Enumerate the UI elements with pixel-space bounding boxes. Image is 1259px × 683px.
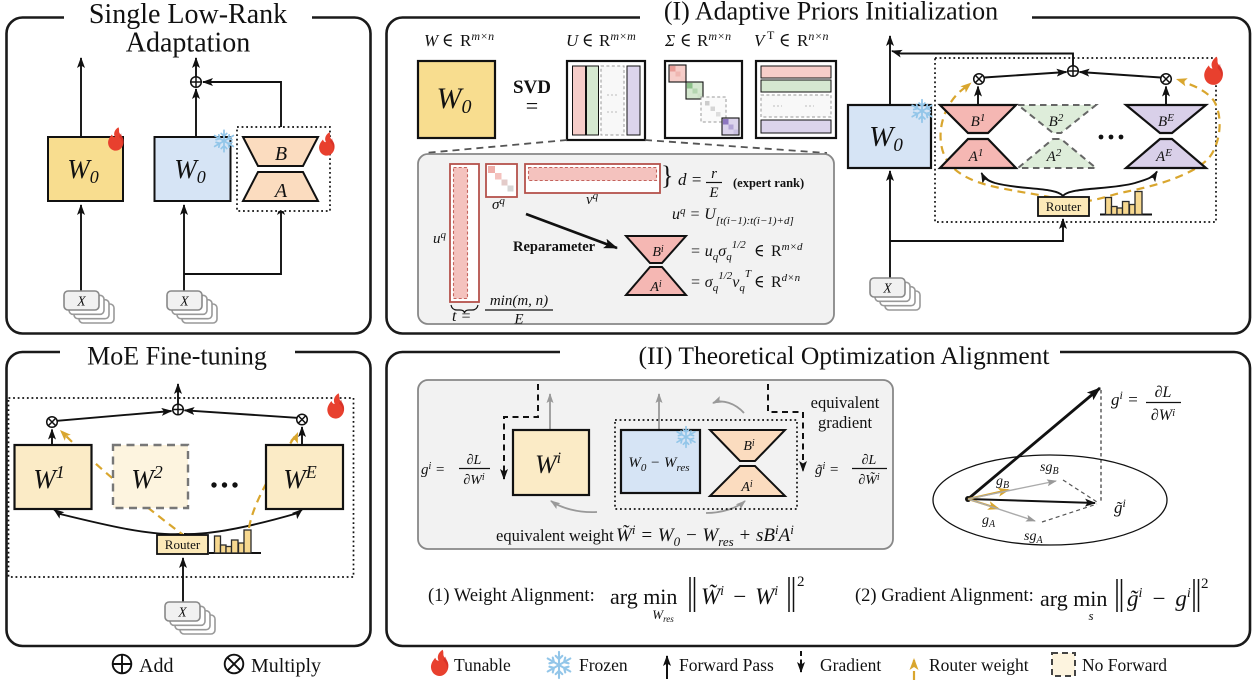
svg-text:W0: W0 bbox=[437, 82, 472, 118]
svg-text:arg min: arg min bbox=[1040, 586, 1107, 611]
svg-text:Ai: Ai bbox=[649, 279, 662, 295]
svg-text:Bi: Bi bbox=[652, 244, 664, 260]
svg-text:2: 2 bbox=[1201, 576, 1209, 592]
svg-text:Frozen: Frozen bbox=[579, 655, 628, 675]
svg-text:∂L: ∂L bbox=[1155, 384, 1172, 401]
svg-text:V: V bbox=[754, 31, 767, 50]
svg-text:gi =: gi = bbox=[421, 461, 445, 478]
svg-text:∂L: ∂L bbox=[862, 453, 877, 468]
svg-text:A: A bbox=[273, 180, 288, 202]
svg-text:d =: d = bbox=[678, 170, 702, 189]
svg-text:Tunable: Tunable bbox=[454, 655, 511, 675]
svg-text:Rd×n: Rd×n bbox=[771, 272, 801, 291]
svg-text:∂Wi: ∂Wi bbox=[1151, 407, 1175, 424]
svg-text:SVD: SVD bbox=[513, 77, 551, 98]
svg-text:s: s bbox=[1088, 608, 1093, 623]
svg-text:(I) Adaptive Priors Initializa: (I) Adaptive Priors Initialization bbox=[664, 0, 998, 26]
svg-text:Multiply: Multiply bbox=[251, 655, 321, 677]
svg-text:Add: Add bbox=[139, 655, 173, 677]
svg-text:=: = bbox=[526, 93, 538, 118]
svg-text:g̃i − gi: g̃i − gi bbox=[1127, 586, 1191, 611]
svg-text:W̃i − Wi: W̃i − Wi bbox=[701, 583, 778, 609]
svg-text:Adaptation: Adaptation bbox=[126, 28, 250, 59]
svg-text:U: U bbox=[566, 31, 580, 50]
svg-text:(II) Theoretical Optimization: (II) Theoretical Optimization Alignment bbox=[639, 341, 1050, 370]
svg-text:gi =: gi = bbox=[1111, 388, 1139, 409]
svg-text:g̃i: g̃i bbox=[1114, 496, 1126, 517]
svg-text:(expert rank): (expert rank) bbox=[733, 176, 804, 190]
svg-text:arg min: arg min bbox=[610, 584, 677, 609]
svg-text:T: T bbox=[767, 28, 775, 42]
svg-text:W̃i = W0 − Wres + sBiAi: W̃i = W0 − Wres + sBiAi bbox=[616, 522, 794, 549]
svg-text:W: W bbox=[424, 31, 440, 50]
svg-text:Router weight: Router weight bbox=[929, 655, 1029, 675]
svg-text:No Forward: No Forward bbox=[1082, 655, 1167, 675]
svg-text:}: } bbox=[661, 161, 673, 190]
svg-text:(2) Gradient Alignment:: (2) Gradient Alignment: bbox=[855, 586, 1034, 606]
svg-text:Reparameter: Reparameter bbox=[513, 239, 596, 255]
svg-text:Σ: Σ bbox=[664, 31, 675, 50]
svg-text:t =: t = bbox=[452, 308, 471, 325]
svg-text:B: B bbox=[275, 143, 287, 165]
svg-text:MoE Fine-tuning: MoE Fine-tuning bbox=[87, 342, 267, 371]
svg-text:equivalent weight: equivalent weight bbox=[496, 526, 614, 545]
svg-text:gradient: gradient bbox=[818, 413, 872, 432]
svg-text:g̃i =: g̃i = bbox=[815, 461, 839, 478]
svg-text:∂Wi: ∂Wi bbox=[463, 472, 485, 488]
svg-text:∂W̃i: ∂W̃i bbox=[858, 472, 880, 488]
svg-text:E: E bbox=[513, 312, 523, 328]
svg-text:Single Low-Rank: Single Low-Rank bbox=[89, 0, 287, 30]
svg-text:Ai: Ai bbox=[740, 479, 753, 495]
svg-text:2: 2 bbox=[797, 574, 805, 590]
svg-text:Forward Pass: Forward Pass bbox=[679, 655, 774, 675]
svg-text:Bi: Bi bbox=[743, 438, 755, 454]
svg-text:equivalent: equivalent bbox=[811, 393, 880, 412]
svg-text:E: E bbox=[708, 185, 718, 201]
svg-text:Gradient: Gradient bbox=[820, 655, 881, 675]
svg-text:(1) Weight Alignment:: (1) Weight Alignment: bbox=[428, 586, 595, 606]
svg-text:min(m, n): min(m, n) bbox=[490, 293, 548, 309]
svg-text:∂L: ∂L bbox=[467, 453, 482, 468]
svg-text:r: r bbox=[711, 166, 717, 182]
